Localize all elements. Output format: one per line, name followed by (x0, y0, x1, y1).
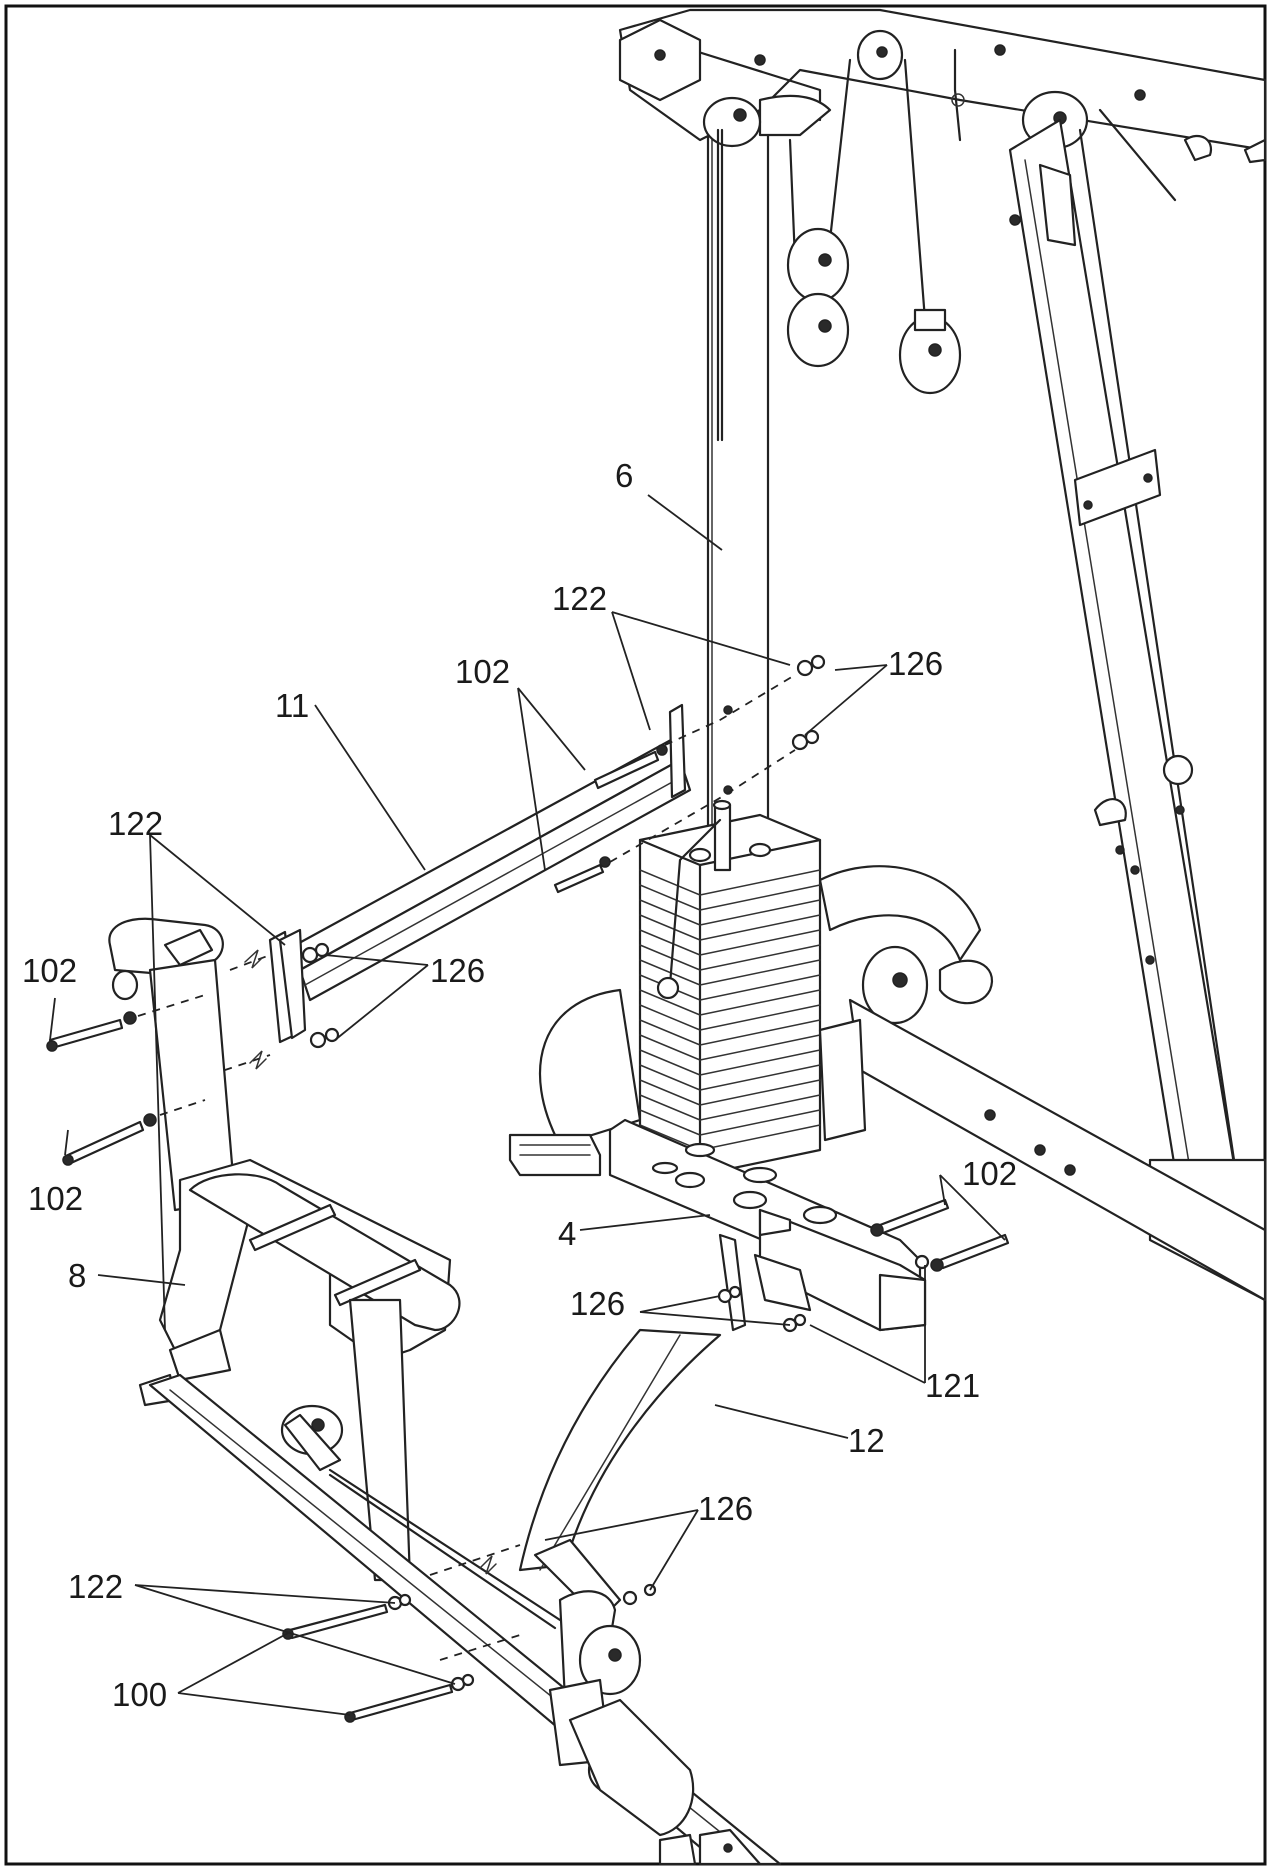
part-12-arm (429, 1233, 812, 1837)
label-part-102-left-upper: 102 (22, 952, 77, 989)
upright-frame-assembly (618, 8, 1267, 1302)
weight-stack-assembly (508, 799, 1267, 1332)
label-part-12: 12 (848, 1422, 885, 1459)
leader-lines (49, 494, 1006, 1716)
label-part-122-top: 122 (552, 580, 607, 617)
part-labels: 6 122 126 102 11 122 126 102 102 8 4 102… (22, 457, 1017, 1713)
label-part-122-left: 122 (108, 805, 163, 842)
label-part-121: 121 (925, 1367, 980, 1404)
label-part-126-top: 126 (888, 645, 943, 682)
label-part-126-bottom: 126 (698, 1490, 753, 1527)
label-part-126-lower: 126 (570, 1285, 625, 1322)
part-11-beam (209, 703, 692, 1076)
hardware (46, 654, 1010, 1723)
label-part-8: 8 (68, 1257, 86, 1294)
label-part-102-right: 102 (962, 1155, 1017, 1192)
label-part-122-bottom: 122 (68, 1568, 123, 1605)
label-part-102-top: 102 (455, 653, 510, 690)
label-part-100: 100 (112, 1676, 167, 1713)
label-part-4: 4 (558, 1215, 576, 1252)
diagram-frame (4, 4, 1267, 1866)
weight-plates (639, 869, 821, 1151)
label-part-126-mid: 126 (430, 952, 485, 989)
label-part-102-left-lower: 102 (28, 1180, 83, 1217)
label-part-11: 11 (275, 687, 309, 724)
label-part-6: 6 (615, 457, 633, 494)
